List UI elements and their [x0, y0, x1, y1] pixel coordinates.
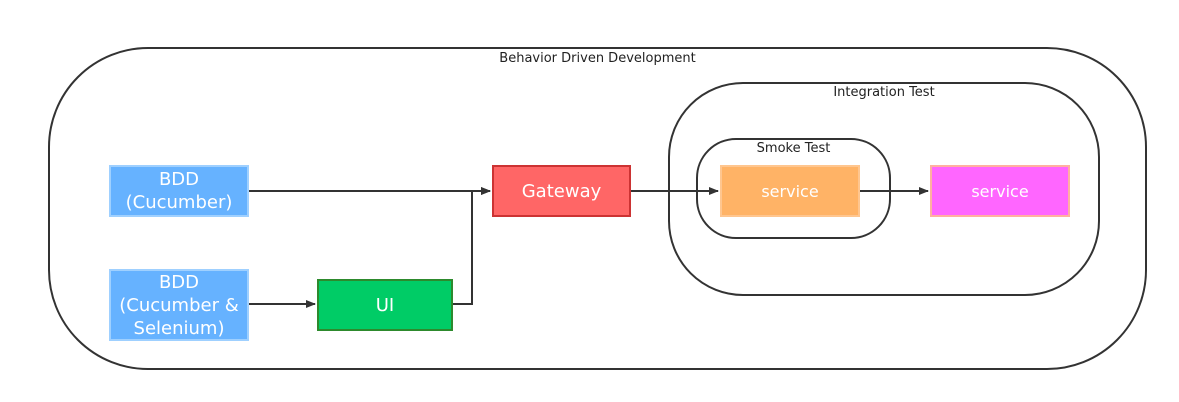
integration-test-region: Integration Test: [668, 82, 1100, 296]
integration-service-label: service: [971, 181, 1029, 201]
integration-service-node: service: [930, 165, 1070, 217]
bdd-region: Behavior Driven Development: [48, 47, 1147, 370]
smoke-test-label: Smoke Test: [756, 141, 831, 156]
bdd-cucumber-label: BDD (Cucumber): [125, 169, 233, 213]
bdd-selenium-node: BDD (Cucumber & Selenium): [109, 269, 249, 341]
smoke-service-node: service: [720, 165, 860, 217]
bdd-region-label: Behavior Driven Development: [499, 51, 696, 66]
smoke-test-region: Smoke Test: [696, 138, 891, 239]
integration-test-label: Integration Test: [833, 85, 935, 100]
smoke-service-label: service: [761, 181, 819, 201]
edge-ui-to-gateway: [453, 187, 491, 305]
gateway-node: Gateway: [492, 165, 631, 217]
gateway-label: Gateway: [521, 180, 602, 202]
bdd-cucumber-node: BDD (Cucumber): [109, 165, 249, 217]
bdd-selenium-label: BDD (Cucumber & Selenium): [119, 271, 239, 339]
ui-label: UI: [375, 294, 395, 316]
ui-node: UI: [317, 279, 453, 331]
